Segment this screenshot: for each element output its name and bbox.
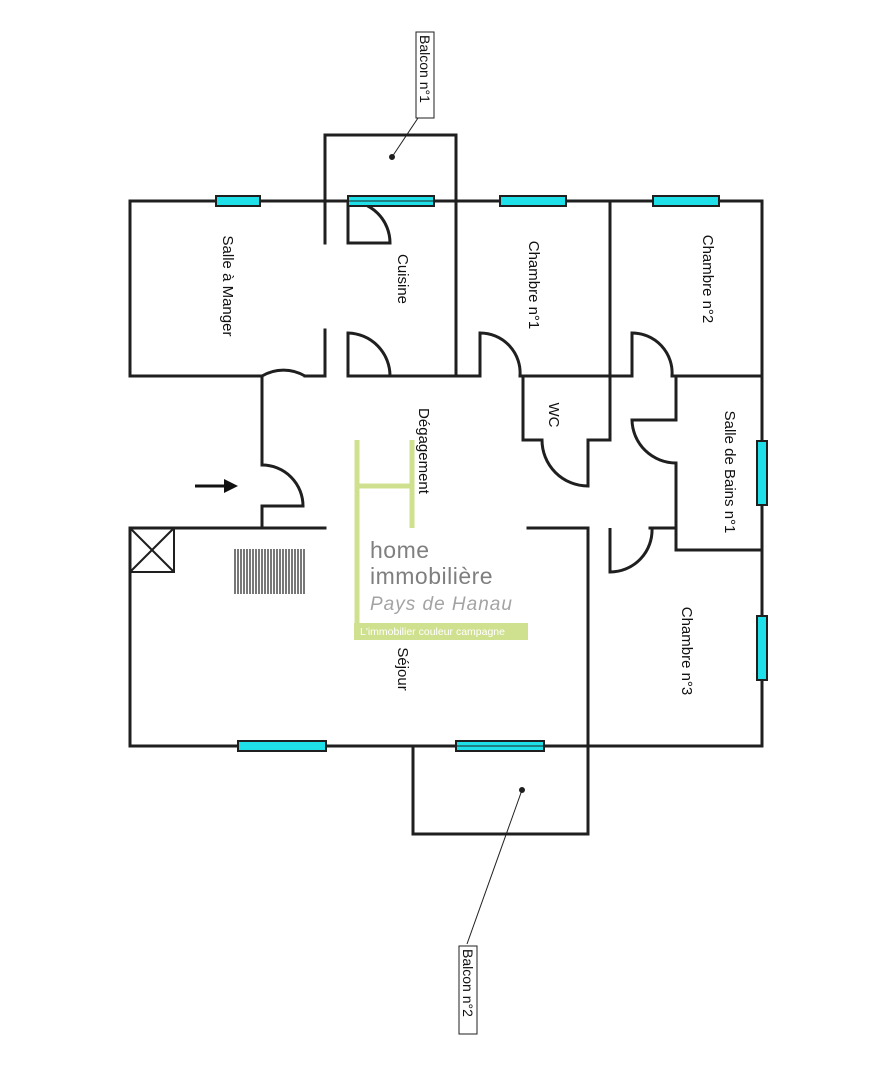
- door-chambre-3: [608, 527, 654, 574]
- room-labels: Salle à Manger Cuisine Chambre n°1 Chamb…: [219, 235, 738, 696]
- door-cuisine: [346, 331, 392, 377]
- door-chambre-1: [478, 331, 522, 377]
- room-label-sejour: Séjour: [394, 647, 411, 690]
- room-label-chambre-1: Chambre n°1: [525, 241, 542, 330]
- door-salle-de-bains: [630, 418, 677, 465]
- logo-line-immobiliere: immobilière: [370, 563, 493, 589]
- callout-leaders: [389, 117, 525, 945]
- room-label-degagement: Dégagement: [415, 408, 432, 495]
- window-salle-a-manger: [215, 195, 261, 207]
- door-chambre-2: [630, 331, 674, 377]
- window-sejour: [237, 740, 327, 752]
- chimney-duct-icon: [129, 527, 175, 573]
- logo-tagline: L'immobilier couleur campagne: [360, 626, 505, 638]
- callout-balcon-2-text: Balcon n°2: [460, 949, 476, 1017]
- room-label-salle-de-bains: Salle de Bains n°1: [721, 411, 738, 534]
- room-label-salle-a-manger: Salle à Manger: [219, 236, 236, 337]
- window-chambre-3: [756, 615, 768, 681]
- stairs-icon: [234, 549, 305, 594]
- door-entrance: [261, 463, 305, 508]
- entrance-arrow-icon: [195, 479, 238, 493]
- window-chambre-1: [499, 195, 567, 207]
- door-cuisine-balcon: [346, 199, 392, 245]
- callout-balcon-2: Balcon n°2: [458, 945, 478, 1035]
- door-salle-a-manger: [261, 368, 306, 378]
- room-label-chambre-2: Chambre n°2: [699, 235, 716, 324]
- room-label-wc: WC: [545, 403, 562, 428]
- callout-balcon-1-text: Balcon n°1: [417, 35, 433, 103]
- callout-balcon-1: Balcon n°1: [415, 31, 435, 119]
- window-salle-de-bains: [756, 440, 768, 506]
- logo-line-region: Pays de Hanau: [370, 594, 513, 615]
- room-label-chambre-3: Chambre n°3: [678, 607, 695, 696]
- agency-logo: home immobilière Pays de Hanau L'immobil…: [354, 440, 528, 640]
- doors: [261, 199, 677, 574]
- logo-line-home: home: [370, 537, 430, 563]
- room-label-cuisine: Cuisine: [394, 254, 411, 304]
- window-chambre-2: [652, 195, 720, 207]
- door-wc: [540, 439, 590, 488]
